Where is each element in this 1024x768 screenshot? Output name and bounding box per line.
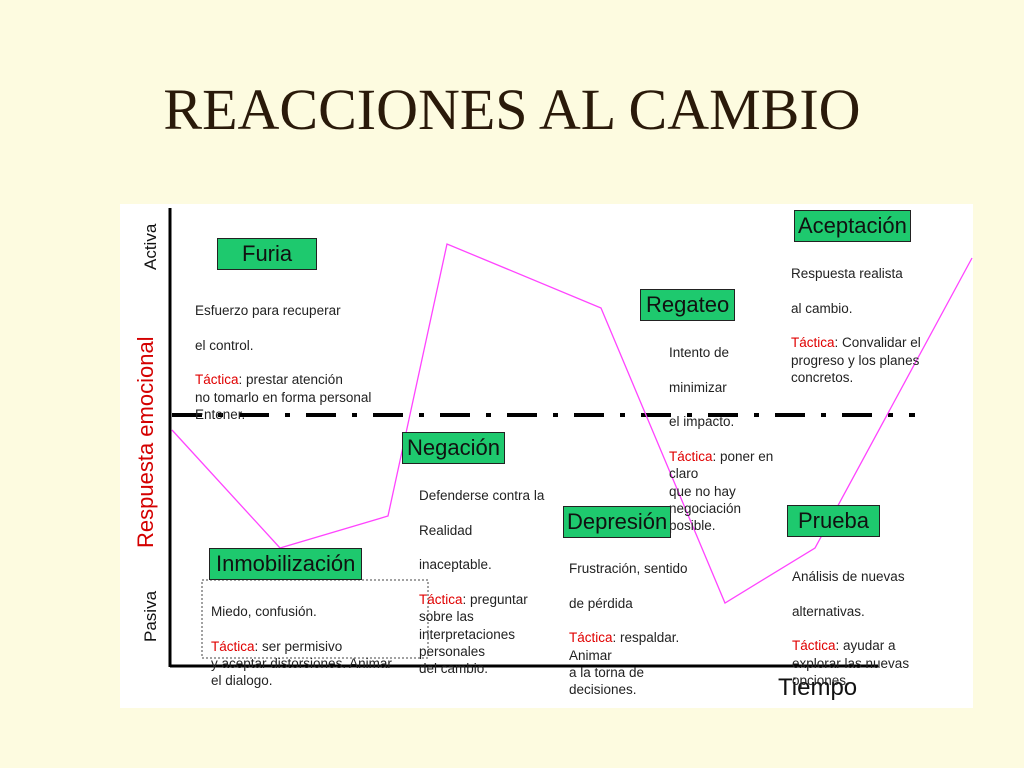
stage-furia-description: Esfuerzo para recuperar el control. Táct… bbox=[195, 285, 371, 423]
stage-depresion-description: Frustración, sentido de pérdida Táctica:… bbox=[569, 543, 688, 699]
stage-aceptacion-line-1: Respuesta realista bbox=[791, 266, 903, 282]
x-axis-title: Tiempo bbox=[778, 674, 858, 701]
stage-regateo-line-2: minimizar bbox=[669, 379, 727, 395]
tactic-label: Táctica bbox=[669, 449, 713, 465]
stage-inmovilizacion-description: Miedo, confusión. Táctica: ser permisivo… bbox=[211, 586, 392, 690]
stage-depresion-tactic: : respaldar. Animar a la torna de decisi… bbox=[569, 630, 680, 698]
stage-depresion-line-2: de pérdida bbox=[569, 595, 633, 611]
diagram-panel bbox=[120, 204, 973, 708]
stage-regateo-description: Intento de minimizar el impacto. Táctica… bbox=[669, 327, 773, 535]
stage-furia: Furia bbox=[217, 238, 318, 270]
stage-negacion-line-2: Realidad bbox=[419, 522, 473, 538]
stage-furia-line-2: el control. bbox=[195, 337, 254, 353]
stage-negacion-tactic: : preguntar sobre las interpretaciones p… bbox=[419, 592, 528, 677]
stage-negacion: Negación bbox=[402, 432, 505, 464]
tactic-label: Táctica bbox=[791, 335, 835, 351]
stage-regateo-line-3: el impacto. bbox=[669, 414, 735, 430]
stage-aceptacion-line-2: al cambio. bbox=[791, 300, 853, 316]
stage-regateo-tactic: : poner en claro que no hay negociación … bbox=[669, 449, 774, 534]
stage-furia-tactic: : prestar atención no tomarlo en forma p… bbox=[195, 372, 372, 423]
stage-aceptacion-description: Respuesta realista al cambio. Táctica: C… bbox=[791, 248, 921, 386]
stage-inmovilizacion-tactic: : ser permisivo y aceptar distorsiones. … bbox=[211, 638, 392, 689]
slide-title: REACCIONES AL CAMBIO bbox=[163, 77, 861, 142]
stage-prueba-tactic: : ayudar a explorar las nuevas opciones. bbox=[792, 638, 910, 689]
emotion-curve bbox=[171, 243, 973, 604]
tactic-label: Táctica bbox=[419, 592, 463, 608]
stage-regateo-line-1: Intento de bbox=[669, 345, 730, 361]
y-axis-top-label: Activa bbox=[141, 223, 160, 270]
stage-aceptacion-tactic: : Convalidar el progreso y los planes co… bbox=[791, 335, 921, 386]
stage-negacion-line-1: Defenderse contra la bbox=[419, 488, 545, 504]
tactic-label: Táctica bbox=[211, 638, 255, 654]
tactic-label: Táctica bbox=[569, 630, 613, 646]
tactic-label: Táctica bbox=[195, 372, 239, 388]
stage-prueba-line-2: alternativas. bbox=[792, 603, 865, 619]
tactic-label: Táctica bbox=[792, 638, 836, 654]
stage-prueba-description: Análisis de nuevas alternativas. Táctica… bbox=[792, 551, 909, 689]
stage-aceptacion: Aceptación bbox=[794, 210, 911, 242]
stage-negacion-description: Defenderse contra la Realidad inaceptabl… bbox=[419, 470, 544, 678]
stage-depresion-line-1: Frustración, sentido bbox=[569, 561, 688, 577]
y-axis-title: Respuesta emocional bbox=[133, 336, 158, 548]
stage-prueba: Prueba bbox=[787, 505, 880, 537]
stage-regateo: Regateo bbox=[640, 289, 736, 321]
stage-inmovilizacion-line-1: Miedo, confusión. bbox=[211, 604, 317, 620]
stage-prueba-line-1: Análisis de nuevas bbox=[792, 569, 905, 585]
stage-inmovilizacion: Inmobilización bbox=[209, 548, 363, 580]
inmovilizacion-dotted-box bbox=[201, 579, 429, 659]
y-axis-bottom-label: Pasiva bbox=[141, 590, 160, 642]
stage-negacion-line-3: inaceptable. bbox=[419, 557, 492, 573]
stage-depresion: Depresión bbox=[563, 506, 672, 538]
stage-furia-line-1: Esfuerzo para recuperar bbox=[195, 303, 341, 319]
